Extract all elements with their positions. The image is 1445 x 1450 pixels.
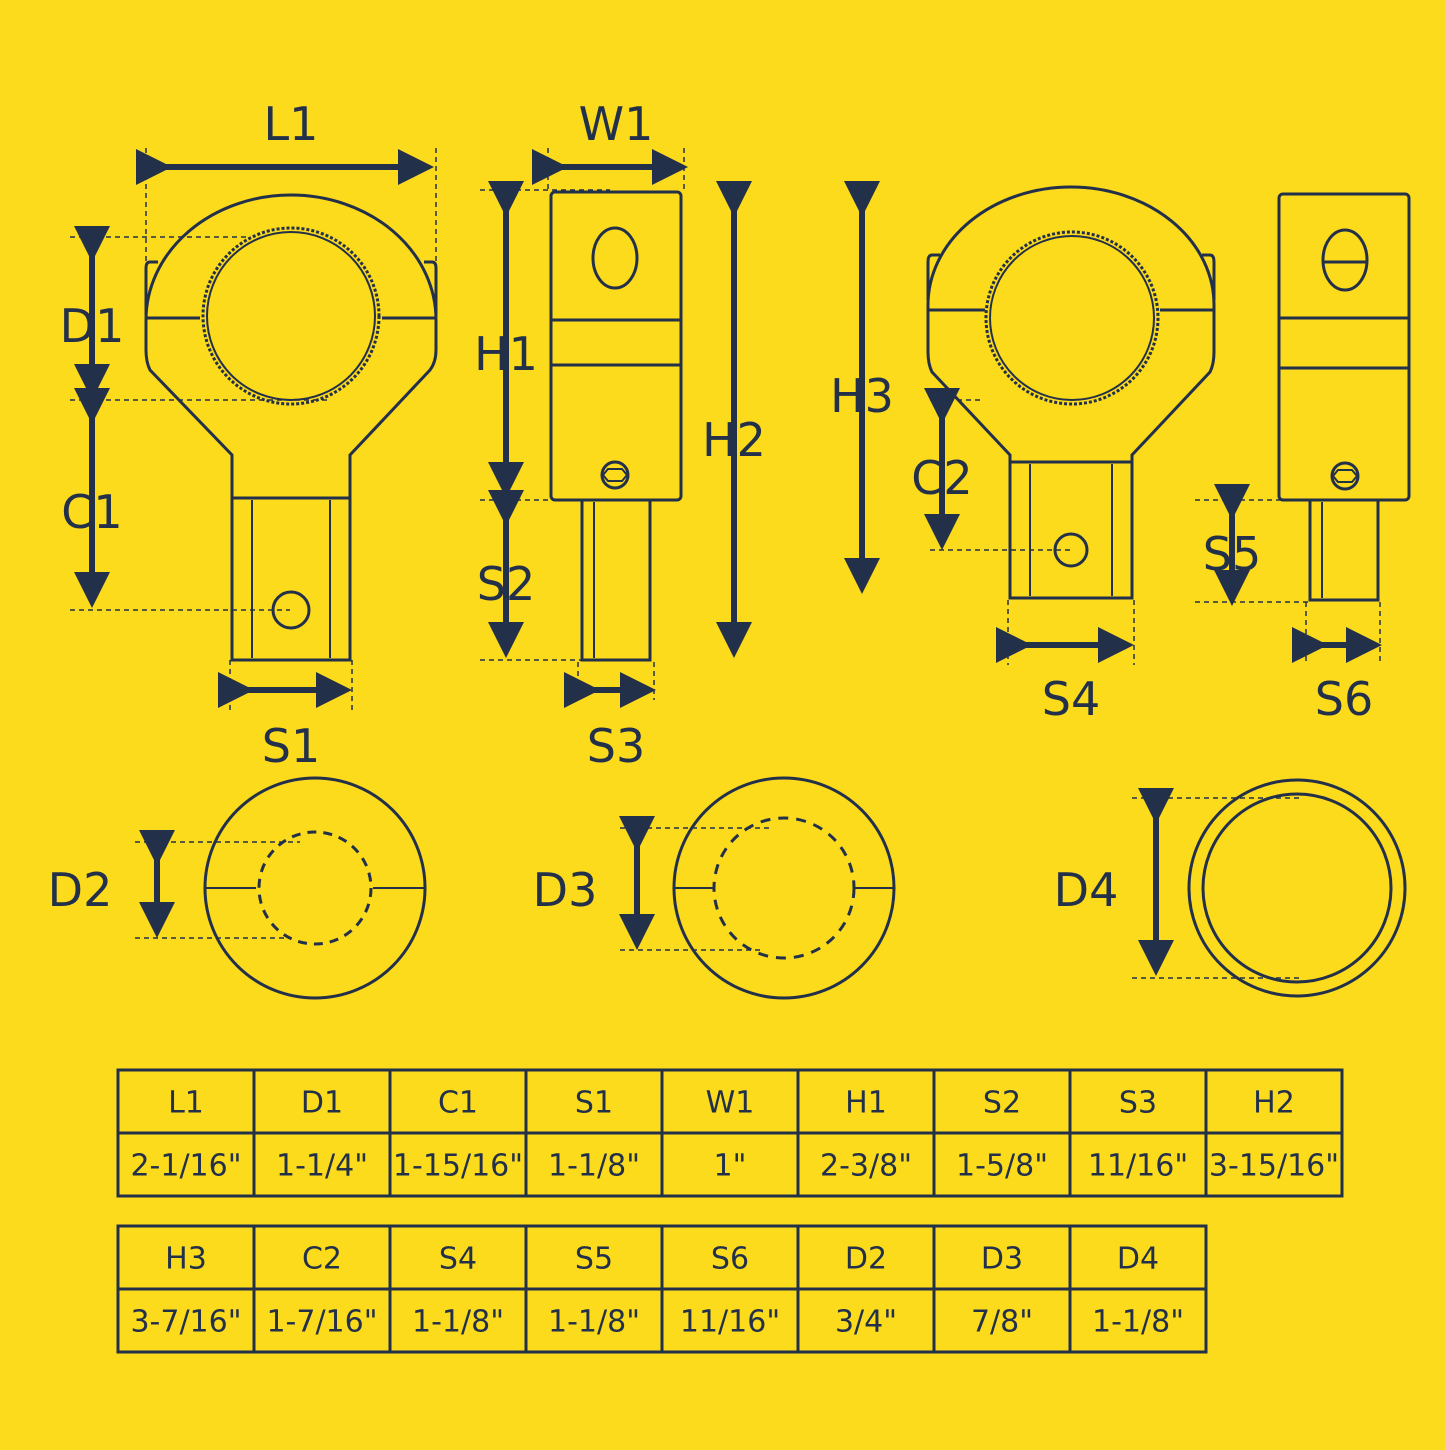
label-h1: H1 xyxy=(474,327,538,381)
table-value-cell: 1-1/8" xyxy=(548,1149,640,1184)
table-header-cell: S4 xyxy=(439,1242,477,1277)
table-header-cell: D1 xyxy=(301,1086,343,1121)
label-h3: H3 xyxy=(830,369,894,423)
table-header-cell: S6 xyxy=(711,1242,749,1277)
label-d3: D3 xyxy=(533,863,598,917)
table-value-cell: 3/4" xyxy=(835,1305,897,1340)
size-table-2: H3 3-7/16" C2 1-7/16" S4 1-1/8" S5 1-1/8" S6 11/1… xyxy=(116,1224,1208,1354)
table-header-cell: H3 xyxy=(165,1242,207,1277)
size-table-1: L1 2-1/16" D1 1-1/4" C1 1-15/16" S1 1-1/8" W1 1" H… xyxy=(116,1068,1344,1198)
table-value-cell: 1-1/8" xyxy=(412,1305,504,1340)
table-header-cell: S3 xyxy=(1119,1086,1157,1121)
table-value-cell: 1" xyxy=(714,1149,747,1184)
table-value-cell: 1-5/8" xyxy=(956,1149,1048,1184)
table-value-cell: 1-1/4" xyxy=(276,1149,368,1184)
clamp-side-view-large xyxy=(549,190,683,662)
table-header-cell: C2 xyxy=(302,1242,342,1277)
label-l1: L1 xyxy=(264,97,319,151)
table-header-cell: S2 xyxy=(983,1086,1021,1121)
table-header-cell: H2 xyxy=(1253,1086,1295,1121)
table-value-cell: 1-7/16" xyxy=(266,1305,377,1340)
extension-lines xyxy=(70,148,1381,979)
label-s4: S4 xyxy=(1042,672,1100,726)
label-s5: S5 xyxy=(1203,527,1261,581)
label-h2: H2 xyxy=(702,413,766,467)
label-w1: W1 xyxy=(579,97,654,151)
label-d1: D1 xyxy=(60,299,125,353)
label-s6: S6 xyxy=(1315,672,1373,726)
table-header-cell: H1 xyxy=(845,1086,887,1121)
insert-d3 xyxy=(672,776,896,1000)
table-value-cell: 2-3/8" xyxy=(820,1149,912,1184)
table-header-cell: C1 xyxy=(438,1086,478,1121)
label-c1: C1 xyxy=(61,485,122,539)
table-header-cell: W1 xyxy=(706,1086,755,1121)
label-d2: D2 xyxy=(48,863,113,917)
table-value-cell: 11/16" xyxy=(1088,1149,1188,1184)
table-header-cell: D2 xyxy=(845,1242,887,1277)
clamp-front-view-large xyxy=(144,193,438,662)
table-value-cell: 7/8" xyxy=(971,1305,1033,1340)
table-header-cell: S5 xyxy=(575,1242,613,1277)
label-d4: D4 xyxy=(1054,863,1119,917)
clamp-side-view-small xyxy=(1277,192,1411,602)
table-value-cell: 3-7/16" xyxy=(130,1305,241,1340)
insert-d2 xyxy=(203,776,427,1000)
dimension-tables: L1 2-1/16" D1 1-1/4" C1 1-15/16" S1 1-1/8" W1 1" H… xyxy=(116,1068,1344,1354)
label-c2: C2 xyxy=(911,451,972,505)
dimension-arrows xyxy=(74,149,1382,976)
label-s3: S3 xyxy=(587,719,645,773)
clamp-front-view-small xyxy=(926,185,1216,600)
table-header-cell: S1 xyxy=(575,1086,613,1121)
insert-d4 xyxy=(1187,778,1407,998)
table-header-cell: L1 xyxy=(168,1086,204,1121)
table-header-cell: D3 xyxy=(981,1242,1023,1277)
dimension-labels: L1 W1 D1 C1 S1 H1 S2 H2 S3 H3 C2 S4 S5 S… xyxy=(48,97,1374,917)
table-value-cell: 11/16" xyxy=(680,1305,780,1340)
label-s1: S1 xyxy=(262,719,320,773)
table-value-cell: 1-1/8" xyxy=(548,1305,640,1340)
table-header-cell: D4 xyxy=(1117,1242,1159,1277)
label-s2: S2 xyxy=(477,557,535,611)
table-value-cell: 1-15/16" xyxy=(393,1149,523,1184)
table-value-cell: 1-1/8" xyxy=(1092,1305,1184,1340)
table-value-cell: 2-1/16" xyxy=(130,1149,241,1184)
table-value-cell: 3-15/16" xyxy=(1209,1149,1339,1184)
